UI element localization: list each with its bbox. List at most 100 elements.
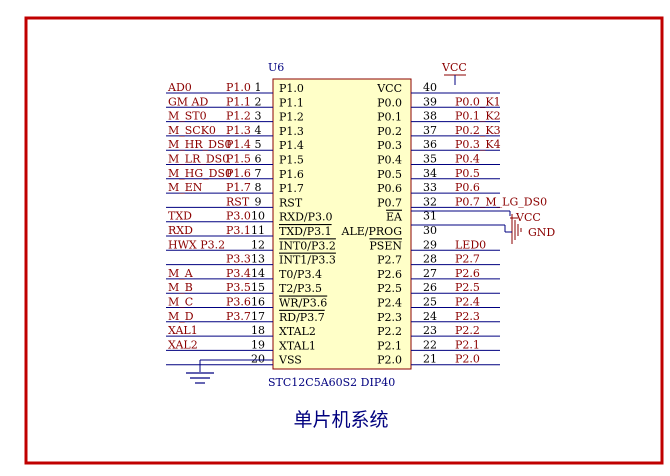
- right-pin-name: VCC: [376, 82, 402, 95]
- left-pin-name: P1.4: [279, 139, 304, 152]
- right-pin-number: 23: [423, 324, 437, 337]
- left-pin-name: WR/P3.6: [279, 297, 327, 310]
- left-pin-name: T0/P3.4: [279, 268, 322, 281]
- right-net-label: P0.3_K4: [455, 138, 501, 151]
- left-pin-number: 11: [251, 224, 265, 237]
- left-port-label: P1.4: [226, 138, 251, 151]
- right-net-label: P0.5: [455, 167, 480, 180]
- right-net-label: P0.2_K3: [455, 124, 501, 137]
- right-net-label: P2.0: [455, 353, 480, 366]
- right-pin-name: P2.7: [377, 254, 402, 267]
- left-net-label: M_A: [168, 267, 194, 280]
- right-net-label: P0.7_M_LG_DS0: [455, 195, 547, 208]
- left-pin-number: 3: [255, 110, 262, 123]
- right-pin-name: EA: [386, 211, 403, 224]
- left-net-label: M_B: [168, 281, 193, 294]
- left-pin-number: 18: [251, 324, 265, 337]
- right-pin-number: 28: [423, 253, 437, 266]
- left-pin-number: 14: [251, 267, 265, 280]
- left-port-label: P1.6: [226, 167, 251, 180]
- left-pin-name: INT1/P3.3: [279, 254, 336, 267]
- chip-part-number: STC12C5A60S2 DIP40: [268, 376, 395, 389]
- left-port-label: RST: [226, 195, 250, 208]
- right-pin-name: P0.0: [377, 96, 402, 109]
- right-net-label: P2.1: [455, 338, 480, 351]
- left-port-label: P1.1: [226, 95, 251, 108]
- left-pin-number: 17: [251, 310, 265, 323]
- ea-vcc-label: VCC: [515, 211, 541, 224]
- right-pin-number: 29: [423, 238, 437, 251]
- left-net-label: M_HR_DS0: [168, 138, 232, 151]
- right-pin-number: 24: [423, 310, 437, 323]
- right-pin-number: 31: [423, 210, 437, 223]
- right-pin-number: 22: [423, 338, 437, 351]
- right-pin-number: 38: [423, 110, 437, 123]
- left-pin-number: 5: [255, 138, 262, 151]
- left-pin-name: P1.1: [279, 96, 304, 109]
- left-pin-number: 20: [251, 353, 265, 366]
- right-net-label: P0.1_K2: [455, 110, 501, 123]
- left-pin-name: TXD/P3.1: [279, 225, 332, 238]
- right-pin-number: 34: [423, 167, 437, 180]
- right-pin-name: PSEN: [369, 239, 402, 252]
- right-pin-name: ALE/PROG: [341, 225, 402, 238]
- left-pin-name: VSS: [278, 354, 302, 367]
- right-pin-number: 30: [423, 224, 437, 237]
- right-pin-name: P0.5: [377, 168, 402, 181]
- left-net-label: GM AD: [168, 95, 208, 108]
- left-pin-name: P1.6: [279, 168, 304, 181]
- vcc-top-label: VCC: [441, 61, 467, 74]
- left-port-label: P1.3: [226, 124, 251, 137]
- left-pin-name: INT0/P3.2: [279, 239, 336, 252]
- left-pin-name: P1.0: [279, 82, 304, 95]
- right-pin-number: 32: [423, 195, 437, 208]
- left-pin-name: XTAL2: [279, 325, 316, 338]
- left-net-label: M_C: [168, 296, 193, 309]
- left-pin-number: 10: [251, 210, 265, 223]
- right-net-label: P2.2: [455, 324, 480, 337]
- right-pin-name: P0.2: [377, 125, 402, 138]
- right-pin-name: P0.7: [377, 196, 402, 209]
- right-net-label: LED0: [455, 238, 486, 251]
- chip-designator: U6: [268, 61, 284, 74]
- left-pin-name: P1.3: [279, 125, 304, 138]
- right-pin-name: P0.6: [377, 182, 402, 195]
- left-net-label: M_ST0: [168, 110, 207, 123]
- right-pin-number: 33: [423, 181, 437, 194]
- gnd-bottom-symbol: [186, 359, 273, 384]
- right-pin-name: P2.2: [377, 325, 402, 338]
- left-pin-name: RXD/P3.0: [279, 211, 333, 224]
- left-net-label: M_LR_DS0: [168, 153, 229, 166]
- right-net-label: P0.0_K1: [455, 95, 501, 108]
- right-net-label: P2.4: [455, 296, 480, 309]
- right-pin-name: P2.3: [377, 311, 402, 324]
- left-port-label: P1.0: [226, 81, 251, 94]
- left-port-label: P3.0: [226, 210, 251, 223]
- left-pin-number: 12: [251, 238, 265, 251]
- left-port-label: P3.3: [226, 253, 251, 266]
- left-pin-name: RD/P3.7: [279, 311, 325, 324]
- left-pin-name: T2/P3.5: [279, 282, 322, 295]
- gnd-right-label: GND: [528, 226, 555, 239]
- left-pin-name: P1.7: [279, 182, 304, 195]
- right-net-label: P0.4: [455, 153, 480, 166]
- left-net-label: XAL2: [168, 338, 198, 351]
- right-pin-name: P2.0: [377, 354, 402, 367]
- left-port-label: P1.2: [226, 110, 251, 123]
- ea-power-symbols: VCC GND: [411, 210, 555, 244]
- left-net-label: M_D: [168, 310, 194, 323]
- left-port-label: P1.7: [226, 181, 251, 194]
- left-pin-name: P1.2: [279, 111, 304, 124]
- right-pin-number: 26: [423, 281, 437, 294]
- left-net-label: TXD: [168, 210, 192, 223]
- right-pin-group: 40VCCP0.0_K139P0.0P0.1_K238P0.1P0.2_K337…: [341, 81, 548, 367]
- right-net-label: P0.6: [455, 181, 480, 194]
- left-port-label: P3.7: [226, 310, 251, 323]
- left-pin-name: P1.5: [279, 154, 304, 167]
- left-port-label: P3.5: [226, 281, 251, 294]
- left-pin-number: 1: [255, 81, 262, 94]
- left-net-label: XAL1: [168, 324, 198, 337]
- left-pin-number: 13: [251, 253, 265, 266]
